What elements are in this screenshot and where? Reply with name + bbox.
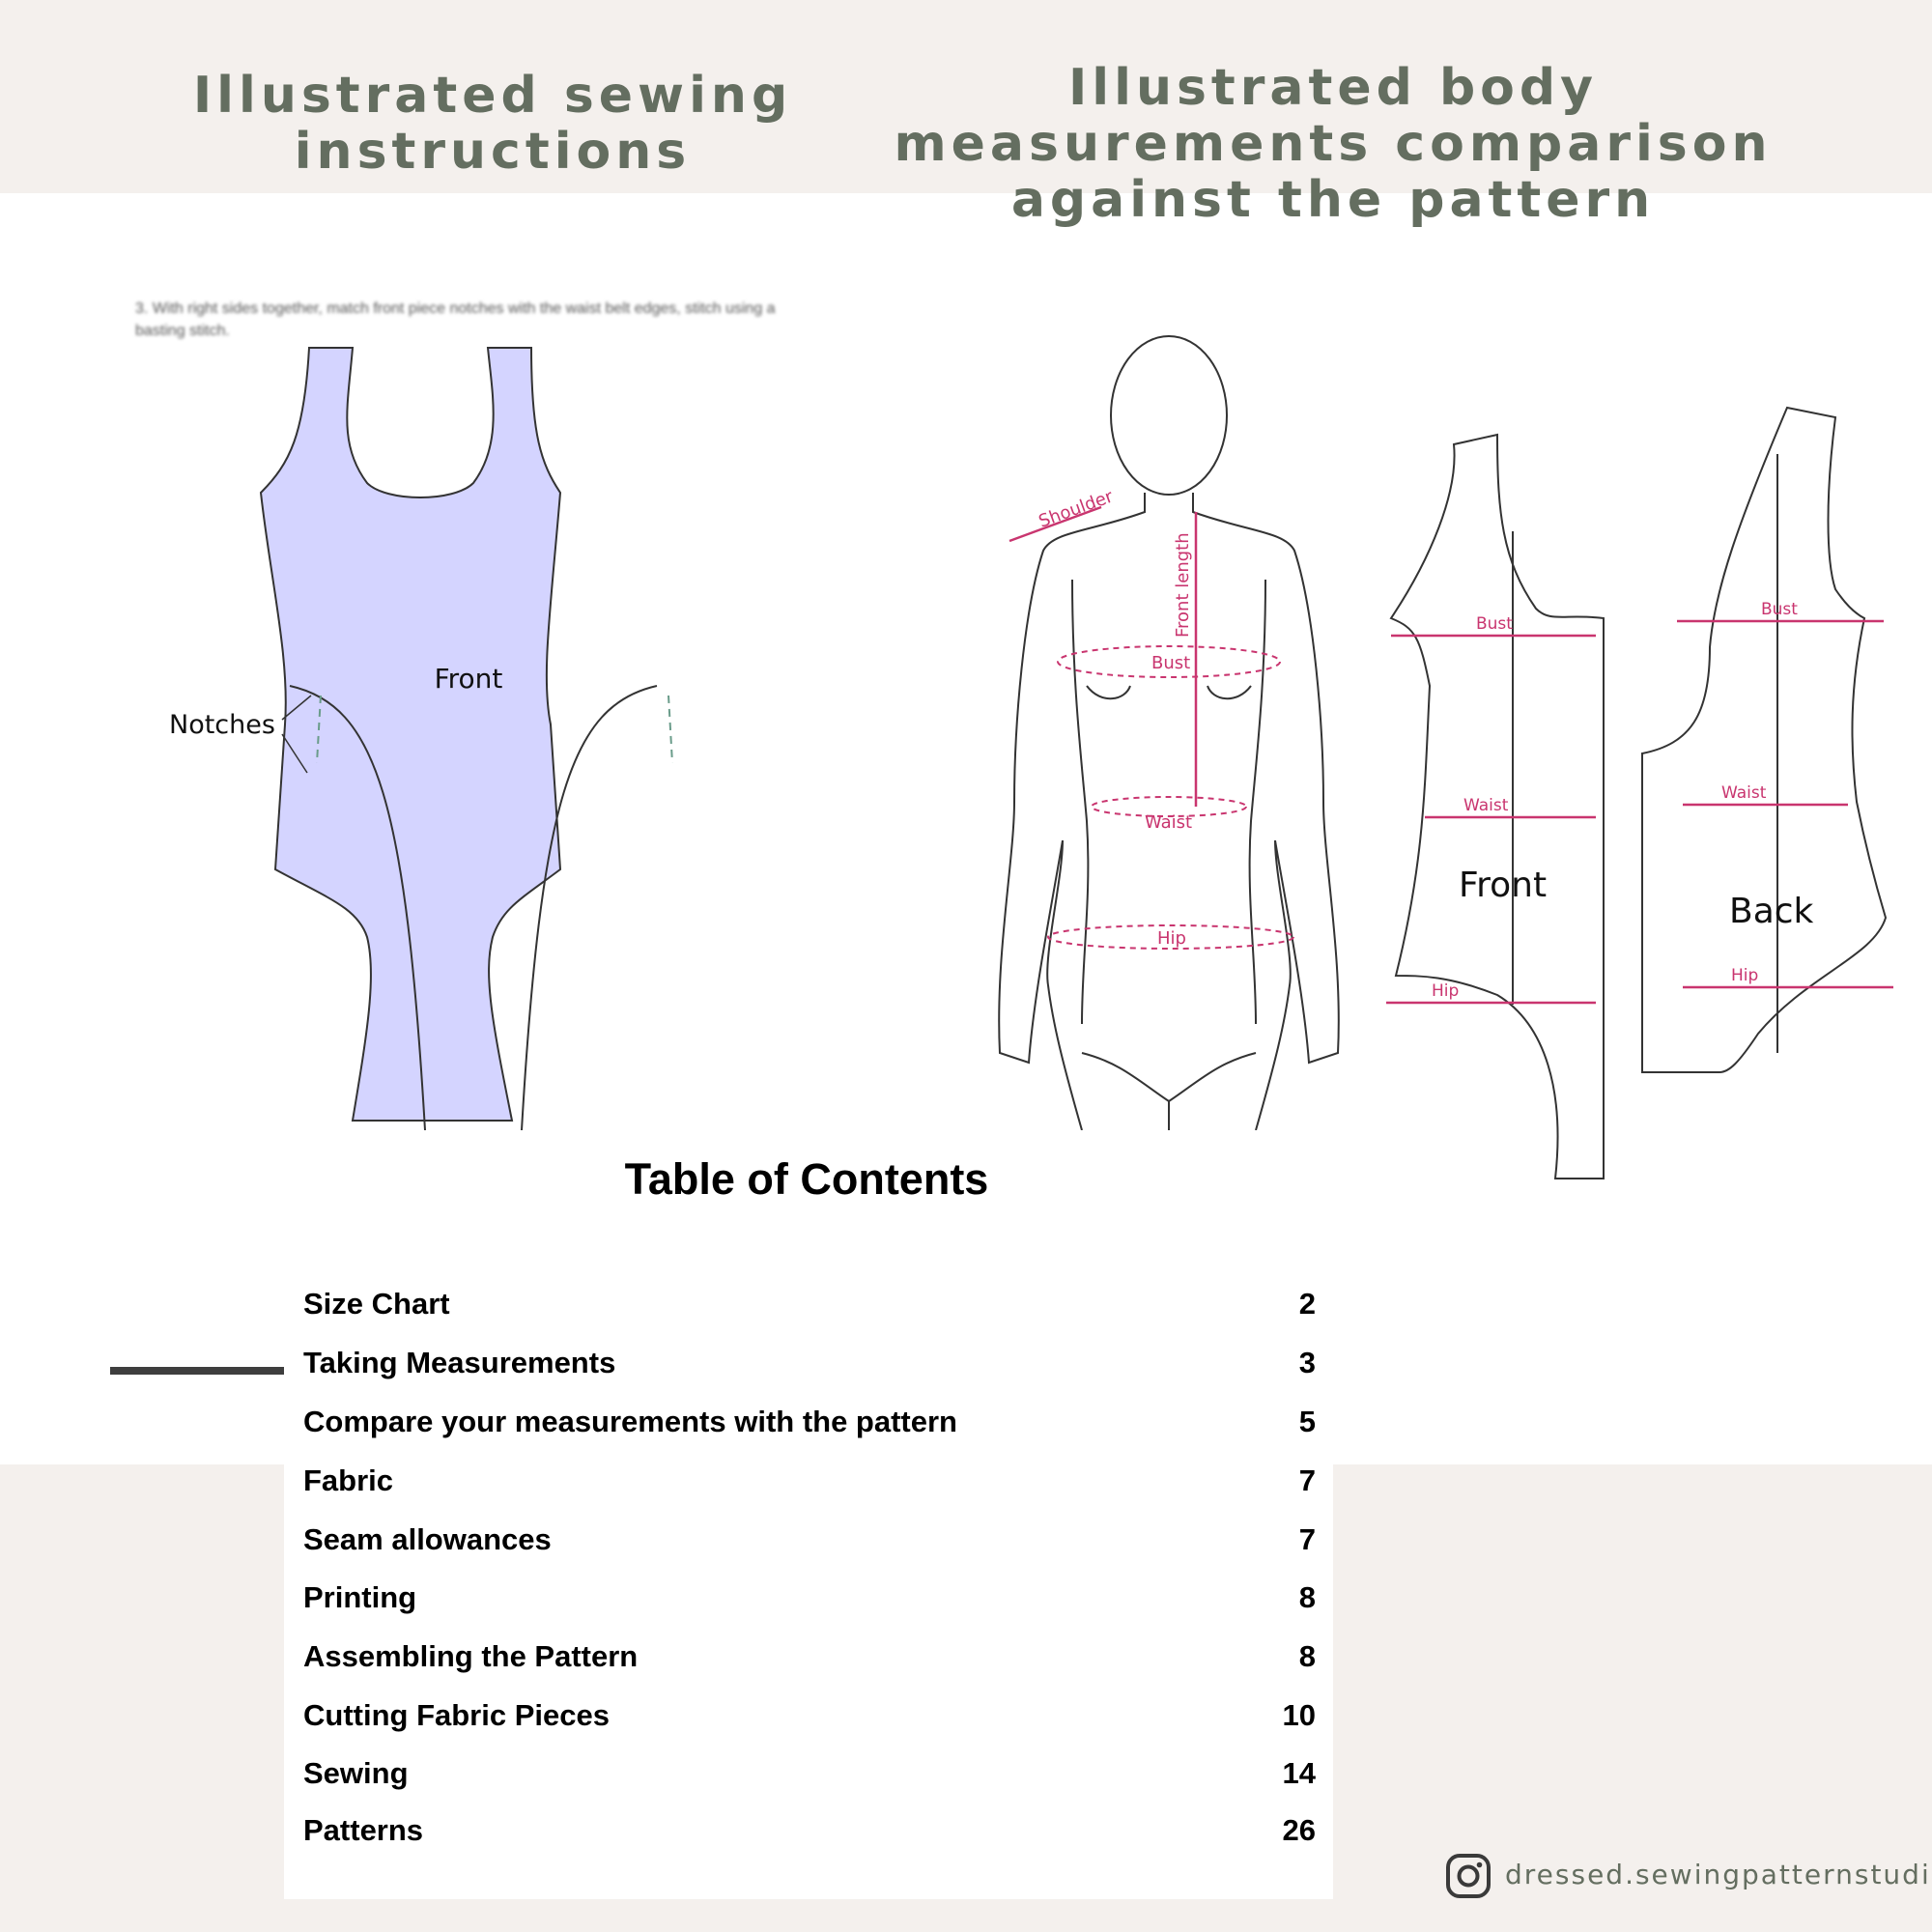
hip-label: Hip xyxy=(1157,928,1186,949)
back-bust-label: Bust xyxy=(1761,600,1798,619)
toc-item-page: 8 xyxy=(1298,1580,1316,1614)
toc-item-label: Seam allowances xyxy=(303,1522,552,1556)
toc-item-page: 8 xyxy=(1298,1639,1316,1673)
front-label: Front xyxy=(435,663,503,695)
right-panel-seam xyxy=(521,685,658,1130)
toc-item-label: Printing xyxy=(303,1580,417,1614)
toc-item-page: 14 xyxy=(1282,1756,1316,1790)
figure-torso-lines xyxy=(1071,579,1266,1130)
left-notch-mark xyxy=(316,695,322,764)
notch-arrow-top xyxy=(281,695,312,721)
notch-arrow-bottom xyxy=(281,733,308,774)
front-piece-label: Front xyxy=(1459,866,1547,905)
toc-item[interactable]: Patterns 26 xyxy=(303,1813,1316,1852)
toc-item-page: 3 xyxy=(1298,1346,1316,1379)
instagram-icon xyxy=(1446,1854,1491,1898)
toc-item[interactable]: Seam allowances 7 xyxy=(303,1522,1316,1561)
waist-line xyxy=(1091,796,1247,817)
toc-item[interactable]: Printing 8 xyxy=(303,1580,1316,1619)
toc-item[interactable]: Compare your measurements with the patte… xyxy=(303,1405,1316,1443)
figure-body-outline xyxy=(998,493,1340,1130)
sewing-step-text: 3. With right sides together, match fron… xyxy=(135,300,776,339)
hip-line xyxy=(1047,924,1294,950)
left-panel-seam xyxy=(289,685,426,1130)
toc-item-label: Fabric xyxy=(303,1463,394,1497)
toc-title: Table of Contents xyxy=(624,1154,989,1204)
pattern-pieces-illustration: Bust Waist Hip Bust Waist Hip Front Back xyxy=(1386,406,1893,1179)
toc-item-label: Size Chart xyxy=(303,1287,450,1321)
toc-item-page: 26 xyxy=(1282,1813,1316,1847)
sewing-front-illustration: Front Notches xyxy=(169,347,673,1130)
toc-item[interactable]: Cutting Fabric Pieces 10 xyxy=(303,1698,1316,1737)
toc-panel xyxy=(284,1449,1333,1899)
bust-label: Bust xyxy=(1151,653,1190,673)
toc-item-label: Patterns xyxy=(303,1813,424,1847)
back-hip-label: Hip xyxy=(1731,966,1758,985)
toc-item[interactable]: Size Chart 2 xyxy=(303,1287,1316,1325)
front-hip-label: Hip xyxy=(1432,981,1459,1001)
toc-item[interactable]: Assembling the Pattern 8 xyxy=(303,1639,1316,1678)
back-waist-label: Waist xyxy=(1721,783,1767,803)
figure-head xyxy=(1110,335,1228,496)
back-piece-label: Back xyxy=(1729,892,1814,931)
instagram-credit[interactable]: dressed.sewingpatternstudio xyxy=(1445,1853,1932,1903)
toc-item-page: 10 xyxy=(1282,1698,1316,1732)
heading-body-measurements: Illustrated body measurements comparison… xyxy=(894,59,1773,229)
waist-label: Waist xyxy=(1145,812,1192,833)
toc-item[interactable]: Taking Measurements 3 xyxy=(303,1346,1316,1384)
front-length-label: Front length xyxy=(1173,532,1193,638)
toc-item-page: 7 xyxy=(1298,1463,1316,1497)
notches-label: Notches xyxy=(169,710,275,740)
back-pattern-piece xyxy=(1641,406,1888,1073)
toc-marker-line xyxy=(110,1367,284,1375)
toc-item[interactable]: Fabric 7 xyxy=(303,1463,1316,1502)
front-bodice-piece xyxy=(259,347,562,1122)
body-measurements-illustration: Shoulder Front length Bust Waist Hip xyxy=(998,335,1340,1130)
toc-item[interactable]: Sewing 14 xyxy=(303,1756,1316,1795)
toc-item-label: Compare your measurements with the patte… xyxy=(303,1405,957,1438)
shoulder-arrow xyxy=(1009,505,1102,543)
toc-item-label: Sewing xyxy=(303,1756,409,1790)
toc-item-label: Cutting Fabric Pieces xyxy=(303,1698,610,1732)
toc-item-label: Taking Measurements xyxy=(303,1346,616,1379)
header-band xyxy=(0,0,1932,193)
front-pattern-piece xyxy=(1389,433,1605,1179)
instagram-handle: dressed.sewingpatternstudio xyxy=(1505,1859,1932,1890)
heading-sewing-instructions: Illustrated sewing instructions xyxy=(192,67,793,181)
toc-item-label: Assembling the Pattern xyxy=(303,1639,639,1673)
front-waist-label: Waist xyxy=(1463,796,1509,815)
toc-item-page: 5 xyxy=(1298,1405,1316,1438)
right-notch-mark xyxy=(668,695,673,764)
front-bust-label: Bust xyxy=(1476,614,1513,634)
toc-item-page: 2 xyxy=(1298,1287,1316,1321)
toc-item-page: 7 xyxy=(1298,1522,1316,1556)
bust-line xyxy=(1057,645,1281,678)
